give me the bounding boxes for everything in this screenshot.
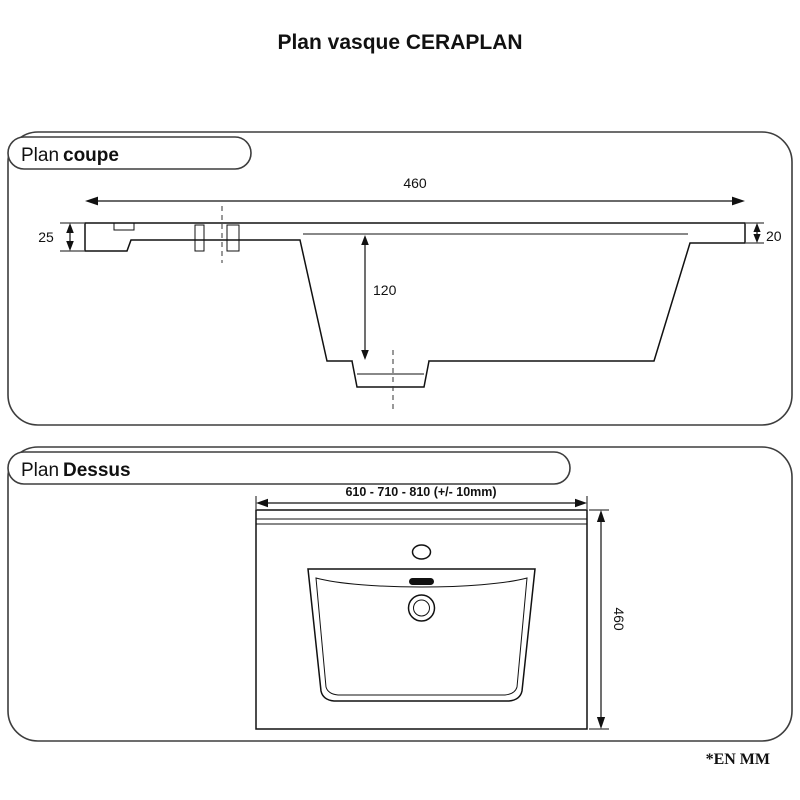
page-title: Plan vasque CERAPLAN <box>277 31 522 54</box>
coupe-dim-right-extensions <box>746 222 764 244</box>
arrow-left-icon <box>85 196 98 206</box>
dessus-dim-widths: 610 - 710 - 810 (+/- 10mm) <box>255 485 588 509</box>
back-ledge-lines <box>256 518 587 525</box>
arrow-up-icon <box>66 223 74 233</box>
bowl-outer-outline <box>307 568 536 702</box>
arrow-down-icon <box>66 241 74 251</box>
plan-dessus-label-prefix: Plan <box>21 460 59 481</box>
arrow-down-icon <box>361 350 369 360</box>
plan-dessus-panel-border <box>7 446 793 742</box>
overflow-slot <box>409 578 434 585</box>
arrow-up-icon <box>596 510 606 522</box>
arrow-up-icon <box>753 223 761 232</box>
coupe-dim-width-value: 460 <box>403 175 427 191</box>
plan-coupe-label-prefix: Plan <box>21 145 59 166</box>
plan-coupe-label-name: coupe <box>63 145 119 166</box>
coupe-dim-depth-value: 120 <box>373 282 397 298</box>
coupe-dim-left-height: 25 <box>38 222 84 252</box>
coupe-dim-width: 460 <box>85 175 745 206</box>
dessus-dim-widths-value: 610 - 710 - 810 (+/- 10mm) <box>345 485 496 499</box>
dessus-dim-depth-value: 460 <box>611 607 627 631</box>
bowl-inner-outline <box>315 577 528 696</box>
plan-coupe-label-tab <box>7 136 252 170</box>
arrow-down-icon <box>596 717 606 729</box>
arrow-right-icon <box>732 196 745 206</box>
basin-section-profile <box>84 222 746 388</box>
arrow-left-icon <box>256 498 268 508</box>
coupe-dim-depth: 120 <box>361 235 397 360</box>
section-plan-coupe: Plan coupe 460 25 120 <box>7 131 793 426</box>
coupe-dim-right-height: 20 <box>746 222 782 244</box>
section-plan-dessus: Plan Dessus 610 - 710 - 810 (+/- 10mm) <box>7 446 793 742</box>
coupe-dim-right-value: 20 <box>766 228 782 244</box>
plan-dessus-label-tab <box>7 451 571 485</box>
dessus-dim-depth-extensions <box>589 509 609 730</box>
fixing-clip-right <box>226 224 240 252</box>
fixing-clip-left <box>194 224 205 252</box>
drain-inner-circle <box>413 599 430 617</box>
arrow-up-icon <box>361 235 369 245</box>
faucet-hole <box>411 544 432 560</box>
plan-dessus-label-name: Dessus <box>63 460 131 481</box>
basin-top-view <box>255 509 588 730</box>
drain-outer-circle <box>407 594 436 622</box>
basin-outer-rect <box>255 509 588 730</box>
arrow-right-icon <box>575 498 587 508</box>
centerlines-dashed <box>221 206 394 413</box>
dessus-dim-widths-extensions <box>255 496 588 509</box>
units-note: *EN MM <box>706 751 770 768</box>
plan-coupe-panel-border <box>7 131 793 426</box>
coupe-dim-left-value: 25 <box>38 229 54 245</box>
dessus-dim-depth: 460 <box>589 509 627 730</box>
arrow-down-icon <box>753 234 761 243</box>
basin-section-details <box>113 223 688 375</box>
coupe-dim-left-extensions <box>60 222 84 252</box>
